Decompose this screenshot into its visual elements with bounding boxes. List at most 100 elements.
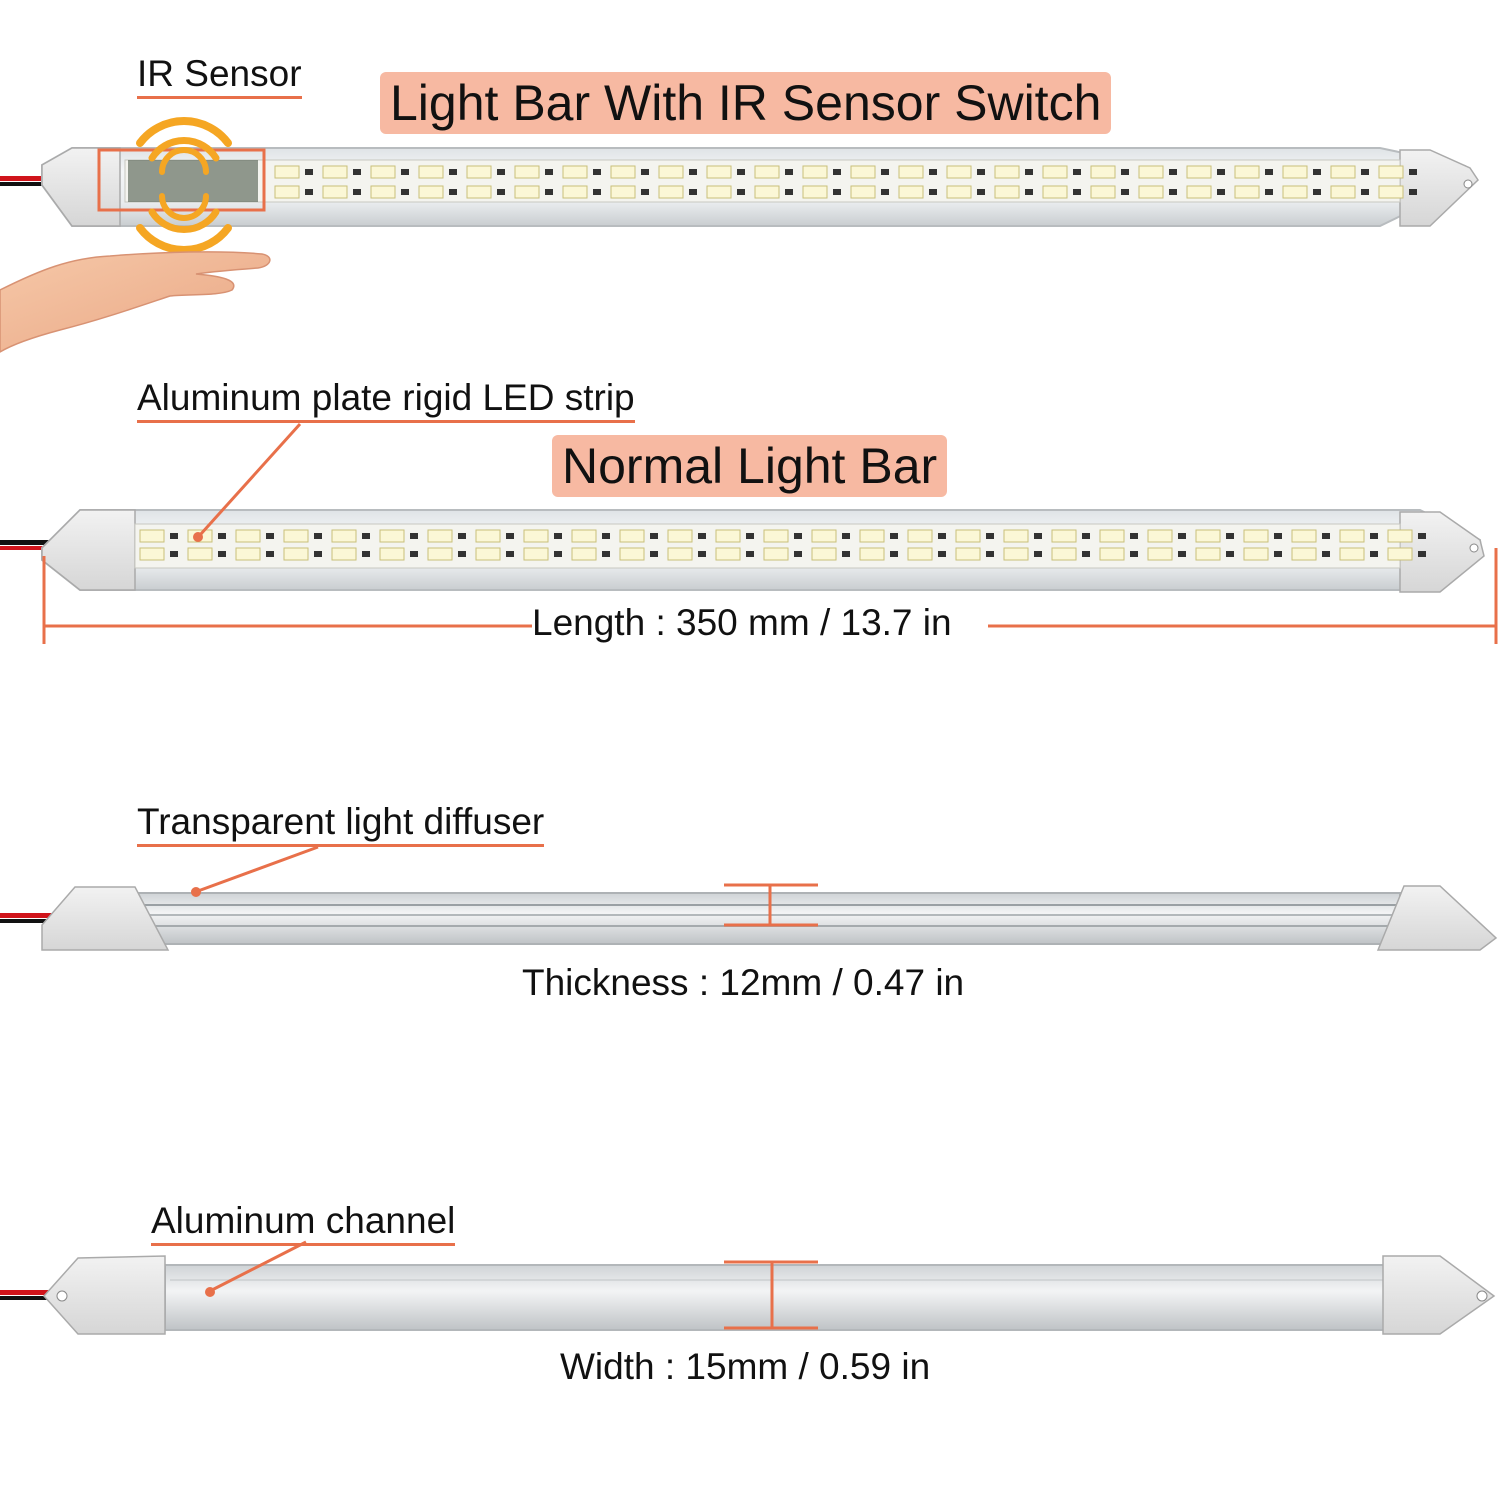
led-chip xyxy=(370,165,396,179)
led-chip xyxy=(322,185,348,199)
width-label: Width : 15mm / 0.59 in xyxy=(560,1346,931,1387)
led-chip xyxy=(1003,529,1029,543)
mount-hole xyxy=(1469,543,1479,553)
resistor xyxy=(1169,189,1177,195)
resistor xyxy=(833,189,841,195)
led-chip xyxy=(1138,165,1164,179)
resistor xyxy=(698,551,706,557)
resistor xyxy=(1082,533,1090,539)
diffuser-body xyxy=(109,892,1401,945)
resistor xyxy=(545,189,553,195)
led-chip xyxy=(1339,547,1365,561)
end-cap-left xyxy=(41,147,121,227)
resistor xyxy=(881,169,889,175)
resistor xyxy=(1226,533,1234,539)
led-chip xyxy=(955,547,981,561)
resistor xyxy=(1274,551,1282,557)
resistor xyxy=(1073,189,1081,195)
led-chip xyxy=(763,547,789,561)
resistor xyxy=(602,551,610,557)
led-chip xyxy=(994,165,1020,179)
callout-dot xyxy=(205,1287,215,1297)
resistor xyxy=(554,551,562,557)
led-chip xyxy=(1099,547,1125,561)
ir-wave-icon xyxy=(136,117,232,254)
resistor xyxy=(218,533,226,539)
resistor xyxy=(890,533,898,539)
resistor xyxy=(977,169,985,175)
black-wire xyxy=(0,919,75,923)
resistor xyxy=(1121,169,1129,175)
led-chip xyxy=(946,165,972,179)
led-chip xyxy=(187,547,213,561)
led-chip xyxy=(907,547,933,561)
led-chip xyxy=(571,547,597,561)
resistor xyxy=(401,169,409,175)
led-chip xyxy=(1234,185,1260,199)
resistor xyxy=(458,551,466,557)
led-chips xyxy=(139,529,1426,561)
resistor xyxy=(1121,189,1129,195)
led-chip xyxy=(235,529,261,543)
resistor xyxy=(785,189,793,195)
resistor xyxy=(314,533,322,539)
callout-line xyxy=(198,422,302,537)
led-chip xyxy=(667,547,693,561)
led-chip xyxy=(475,547,501,561)
callout-dot xyxy=(193,532,203,542)
normal-light-bar xyxy=(0,509,1485,593)
led-chip xyxy=(994,185,1020,199)
led-chip xyxy=(907,529,933,543)
led-chip xyxy=(1138,185,1164,199)
led-chip xyxy=(514,185,540,199)
led-chip xyxy=(1186,165,1212,179)
resistor xyxy=(506,533,514,539)
led-chip xyxy=(811,547,837,561)
resistor xyxy=(266,551,274,557)
resistor xyxy=(1418,551,1426,557)
resistor xyxy=(794,533,802,539)
length-dimension-line xyxy=(42,548,1498,644)
led-chip xyxy=(562,185,588,199)
led-chip xyxy=(610,165,636,179)
led-chip xyxy=(754,185,780,199)
resistor xyxy=(1313,189,1321,195)
hand-icon xyxy=(0,251,271,353)
resistor xyxy=(602,533,610,539)
led-chip xyxy=(802,185,828,199)
resistor xyxy=(689,189,697,195)
led-chip xyxy=(1051,529,1077,543)
resistor xyxy=(1274,533,1282,539)
black-wire xyxy=(0,182,75,186)
callout-line xyxy=(211,1240,307,1292)
led-chip xyxy=(1099,529,1125,543)
end-cap-right xyxy=(1399,149,1479,227)
led-chip xyxy=(1282,165,1308,179)
resistor xyxy=(1322,533,1330,539)
led-chip xyxy=(1051,547,1077,561)
led-chip xyxy=(1195,547,1221,561)
resistor xyxy=(1226,551,1234,557)
resistor xyxy=(458,533,466,539)
resistor xyxy=(449,169,457,175)
led-chip xyxy=(1147,547,1173,561)
resistor xyxy=(218,551,226,557)
resistor xyxy=(737,189,745,195)
led-chip xyxy=(1243,547,1269,561)
resistor xyxy=(881,189,889,195)
led-chip xyxy=(274,185,300,199)
led-chip xyxy=(667,529,693,543)
led-chip xyxy=(1243,529,1269,543)
resistor xyxy=(1361,169,1369,175)
red-wire xyxy=(0,913,75,918)
led-chip xyxy=(1195,529,1221,543)
resistor xyxy=(650,551,658,557)
resistor xyxy=(1322,551,1330,557)
resistor xyxy=(401,189,409,195)
resistor xyxy=(929,169,937,175)
resistor xyxy=(938,551,946,557)
resistor xyxy=(794,551,802,557)
resistor xyxy=(1409,189,1417,195)
led-chip xyxy=(1330,165,1356,179)
